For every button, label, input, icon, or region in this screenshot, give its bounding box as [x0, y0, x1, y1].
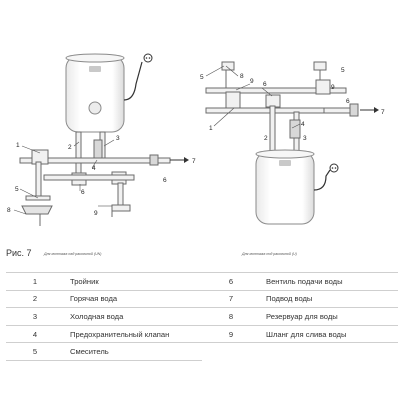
right-tee-3 — [315, 79, 331, 95]
heater-brand-plate — [279, 160, 291, 166]
right-callout-5: 5 — [200, 74, 204, 81]
right-water-heater — [255, 149, 339, 225]
legend-number: 9 — [202, 325, 260, 344]
left-lower-pipe — [43, 174, 135, 181]
left-callout-6: 6 — [81, 189, 85, 196]
installation-diagram: 1 2 3 4 5 6 6 7 8 9 — [7, 53, 385, 226]
left-callout-3: 3 — [116, 135, 120, 142]
right-tee-1 — [225, 91, 241, 109]
legend-number: 8 — [202, 307, 260, 326]
left-callout-5: 5 — [15, 186, 19, 193]
right-callout-5b: 5 — [341, 67, 345, 74]
left-drop-pipe — [35, 161, 42, 199]
left-callout-1: 1 — [16, 142, 20, 149]
left-callout-8: 8 — [7, 207, 11, 214]
left-sink — [21, 205, 53, 215]
left-mixer-2 — [111, 204, 131, 212]
right-callout-6b: 6 — [346, 98, 350, 105]
caption-over-sink: Для монтажа над раковиной (UN) — [44, 252, 102, 256]
figure-label: Рис. 7 — [6, 248, 32, 258]
left-supply-valve — [149, 154, 159, 166]
heater-brand-plate — [89, 66, 101, 72]
right-callout-1: 1 — [209, 125, 213, 132]
legend-text: Смеситель — [64, 342, 202, 361]
right-hot-pipe — [269, 105, 276, 157]
legend-text: Резервуар для воды — [260, 307, 398, 326]
legend-text: Тройник — [64, 272, 202, 291]
right-mid-pipe — [205, 107, 327, 114]
legend-number: 6 — [202, 272, 260, 291]
right-installation — [205, 61, 379, 225]
right-callout-3: 3 — [303, 135, 307, 142]
power-plug-icon — [329, 163, 339, 173]
right-callout-2: 2 — [264, 135, 268, 142]
right-supply-valve — [349, 103, 359, 117]
power-cord — [313, 169, 331, 191]
right-callout-4: 4 — [301, 121, 305, 128]
legend-text: Предохранительный клапан — [64, 325, 202, 344]
left-callout-4: 4 — [92, 165, 96, 172]
legend-number: 2 — [6, 290, 64, 309]
left-callout-7: 7 — [192, 158, 196, 165]
legend-text: Подвод воды — [260, 290, 398, 309]
left-callout-6b: 6 — [163, 177, 167, 184]
power-plug-icon — [143, 53, 153, 63]
legend-number: 1 — [6, 272, 64, 291]
right-callout-6: 6 — [263, 81, 267, 88]
right-upper-pipe — [205, 87, 347, 94]
right-callout-7: 7 — [381, 109, 385, 116]
legend-number: 7 — [202, 290, 260, 309]
left-hot-pipe — [75, 131, 82, 177]
legend-text: Холодная вода — [64, 307, 202, 326]
left-callout-9: 9 — [94, 210, 98, 217]
caption-under-sink: Для монтажа под раковиной (U) — [242, 252, 297, 256]
right-callout-9b: 9 — [331, 84, 335, 91]
legend-text: Горячая вода — [64, 290, 202, 309]
right-mixer-2 — [313, 61, 327, 71]
legend-text: Шланг для слива воды — [260, 325, 398, 344]
legend-number: 3 — [6, 307, 64, 326]
legend-text: Вентиль подачи воды — [260, 272, 398, 291]
right-callout-8: 8 — [240, 73, 244, 80]
left-installation — [19, 53, 189, 226]
legend-number: 4 — [6, 325, 64, 344]
left-drop-pipe-2 — [117, 182, 124, 206]
heater-thermostat-knob — [88, 101, 102, 115]
left-water-heater — [65, 53, 153, 133]
power-cord — [123, 61, 143, 101]
legend-number: 5 — [6, 342, 64, 361]
right-callouts: 5 5 8 9 9 6 1 2 3 4 6 7 — [200, 65, 385, 142]
right-callout-9: 9 — [250, 78, 254, 85]
left-callouts: 1 2 3 4 5 6 6 7 8 9 — [7, 135, 196, 217]
right-safety-valve — [289, 119, 301, 139]
right-tee-2 — [265, 94, 281, 108]
left-callout-2: 2 — [68, 144, 72, 151]
